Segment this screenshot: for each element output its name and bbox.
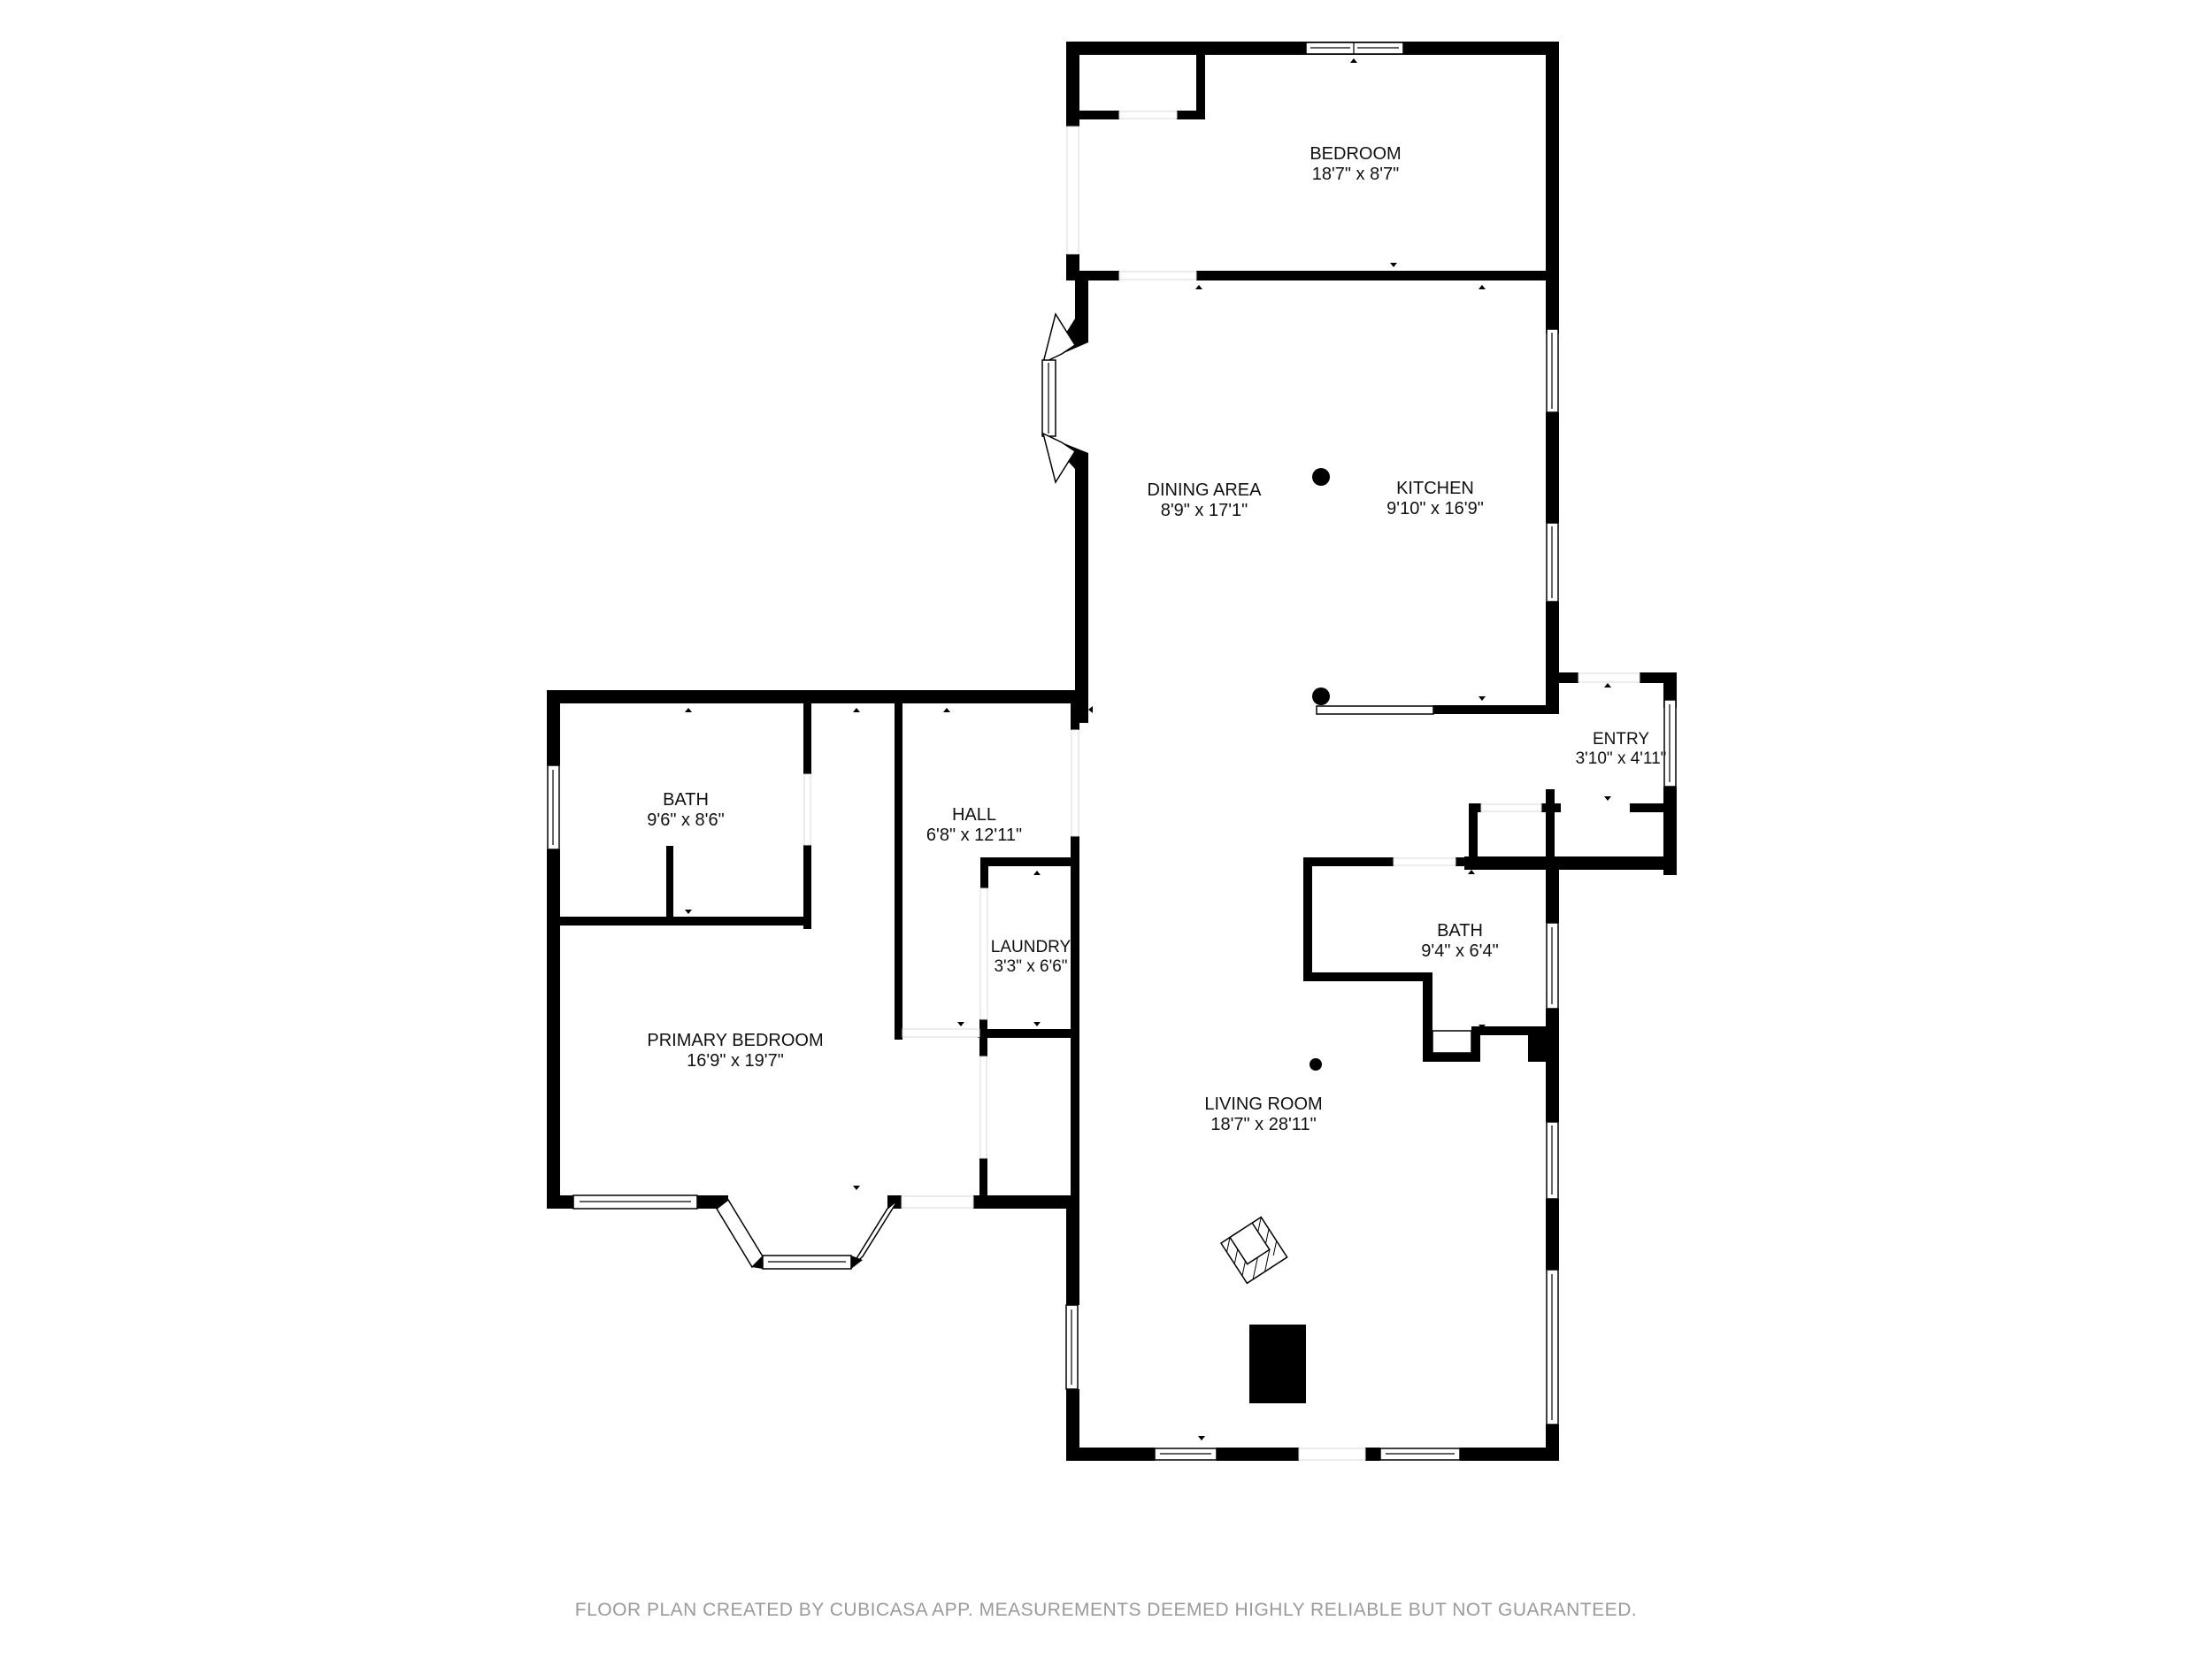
room-name: BATH [1437, 921, 1483, 941]
footer-disclaimer: FLOOR PLAN CREATED BY CUBICASA APP. MEAS… [574, 1600, 1638, 1620]
bedroom-window [1305, 42, 1404, 55]
bath-right-walls [1303, 857, 1559, 1106]
room-name: HALL [951, 805, 997, 825]
room-name: ENTRY [1592, 730, 1650, 749]
closet-opening [1480, 803, 1542, 812]
room-label-entry: ENTRY 3'10" x 4'11" [1576, 730, 1667, 769]
room-label-bedroom: BEDROOM 18'7" x 8'7" [1310, 144, 1401, 185]
primary-door-opening [901, 1195, 974, 1209]
bath-door-opening [1393, 857, 1456, 866]
laundry-opening [979, 887, 988, 1020]
room-name: BEDROOM [1310, 144, 1402, 164]
bath-east-window [1546, 922, 1559, 1010]
closet-door-opening [1118, 111, 1178, 119]
room-name: DINING AREA [1147, 480, 1262, 500]
front-door-opening [1298, 1448, 1366, 1461]
room-dimensions: 18'7" x 8'7" [1311, 165, 1400, 184]
living-room-windows [1065, 1121, 1559, 1461]
dimension-markers [685, 58, 1611, 1440]
left-wing-walls [547, 690, 1088, 1209]
room-dimensions: 18'7" x 28'11" [1210, 1115, 1317, 1134]
room-dimensions: 16'9" x 19'7" [687, 1051, 784, 1071]
room-label-dining-area: DINING AREA 8'9" x 17'1" [1148, 480, 1262, 521]
room-dimensions: 9'10" x 16'9" [1386, 499, 1484, 518]
kitchen-windows [1546, 328, 1559, 603]
room-dimensions: 9'4" x 6'4" [1421, 941, 1499, 961]
entry-north-opening [1578, 672, 1640, 683]
room-name: LIVING ROOM [1204, 1094, 1323, 1114]
room-label-kitchen: KITCHEN 9'10" x 16'9" [1386, 479, 1484, 519]
living-room-walls [1066, 1106, 1559, 1461]
room-name: LAUNDRY [990, 938, 1071, 956]
room-label-bath-right: BATH 9'4" x 6'4" [1421, 921, 1498, 962]
room-name: PRIMARY BEDROOM [647, 1031, 824, 1050]
entry-walls [1464, 672, 1677, 878]
primary-bedroom-window [572, 1194, 698, 1210]
room-label-bath-left: BATH 9'6" x 8'6" [647, 790, 724, 831]
closet-opening [979, 1056, 987, 1159]
room-label-primary-bedroom: PRIMARY BEDROOM 16'9" x 19'7" [647, 1031, 823, 1071]
room-dimensions: 3'3" x 6'6" [994, 957, 1068, 976]
dining-kitchen-walls [1057, 280, 1559, 723]
room-label-living-room: LIVING ROOM 18'7" x 28'11" [1204, 1094, 1322, 1135]
bath-door-opening [803, 773, 811, 846]
bedroom-walls [1066, 42, 1559, 334]
primary-bay-window [716, 1198, 899, 1270]
hall-south-opening [902, 1028, 980, 1038]
room-label-hall: HALL 6'8" x 12'11" [926, 805, 1022, 846]
entry-window [1663, 699, 1677, 787]
bedroom-west-opening [1066, 126, 1079, 255]
column-post [1312, 687, 1330, 705]
fireplace-block [1249, 1325, 1306, 1403]
bath-fixture [1432, 1030, 1472, 1054]
dining-bay-window [1041, 312, 1077, 484]
kitchen-counter-edge [1316, 705, 1434, 715]
room-dimensions: 8'9" x 17'1" [1160, 501, 1248, 520]
room-label-laundry: LAUNDRY 3'3" x 6'6" [991, 938, 1071, 977]
bath-west-window [547, 764, 560, 850]
room-name: KITCHEN [1396, 479, 1474, 498]
hall-east-opening [1071, 729, 1079, 837]
armchair-icon [1219, 1216, 1288, 1285]
column-post [1310, 1058, 1322, 1071]
room-dimensions: 6'8" x 12'11" [926, 826, 1023, 845]
bedroom-door-opening [1118, 271, 1197, 280]
room-name: BATH [663, 790, 709, 810]
column-post [1312, 468, 1330, 486]
room-dimensions: 3'10" x 4'11" [1575, 749, 1667, 768]
room-dimensions: 9'6" x 8'6" [647, 810, 725, 830]
